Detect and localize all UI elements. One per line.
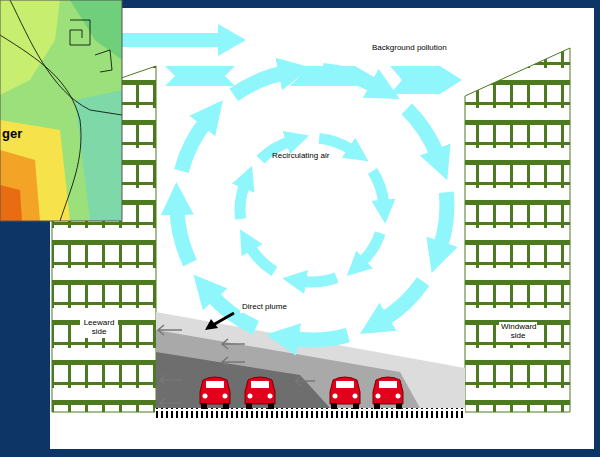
windward-label: Windward side	[499, 322, 537, 342]
recirculation-label: Recirculating air	[272, 152, 329, 161]
car	[330, 377, 360, 409]
circulation-arrow	[319, 138, 352, 150]
circulation-arrow	[361, 233, 380, 263]
plume-pointer	[213, 313, 234, 325]
map-inset	[0, 0, 122, 221]
plume-pointer-head	[205, 319, 218, 330]
panel	[50, 8, 594, 449]
car	[373, 377, 403, 409]
circulation-arrow	[440, 192, 447, 248]
plume-mid	[156, 330, 420, 408]
circulation-arrow	[372, 171, 383, 205]
plume-label: Direct plume	[240, 302, 289, 313]
leeward-label: Leeward side	[80, 318, 118, 338]
windward-building	[465, 48, 570, 412]
wind-arrows	[122, 24, 462, 94]
recirculation-arrows	[177, 70, 447, 340]
circulation-arrow	[407, 109, 438, 156]
circulation-arrow	[301, 278, 336, 282]
car	[245, 377, 275, 409]
map-label: ger	[2, 127, 22, 141]
circulation-arrow	[181, 121, 206, 171]
circulation-arrow	[240, 184, 245, 219]
circulation-arrow	[382, 282, 423, 321]
plume-arrows	[158, 325, 315, 408]
circulation-arrow	[177, 208, 190, 263]
car	[200, 377, 230, 409]
background-label: Background pollution	[372, 44, 447, 53]
circulation-arrow	[292, 335, 348, 340]
road-surface	[155, 408, 465, 418]
plume-dark	[156, 352, 330, 408]
plume-light	[156, 312, 465, 408]
cars	[200, 377, 403, 409]
circulation-arrow	[250, 246, 275, 271]
circulation-arrow	[234, 73, 285, 95]
